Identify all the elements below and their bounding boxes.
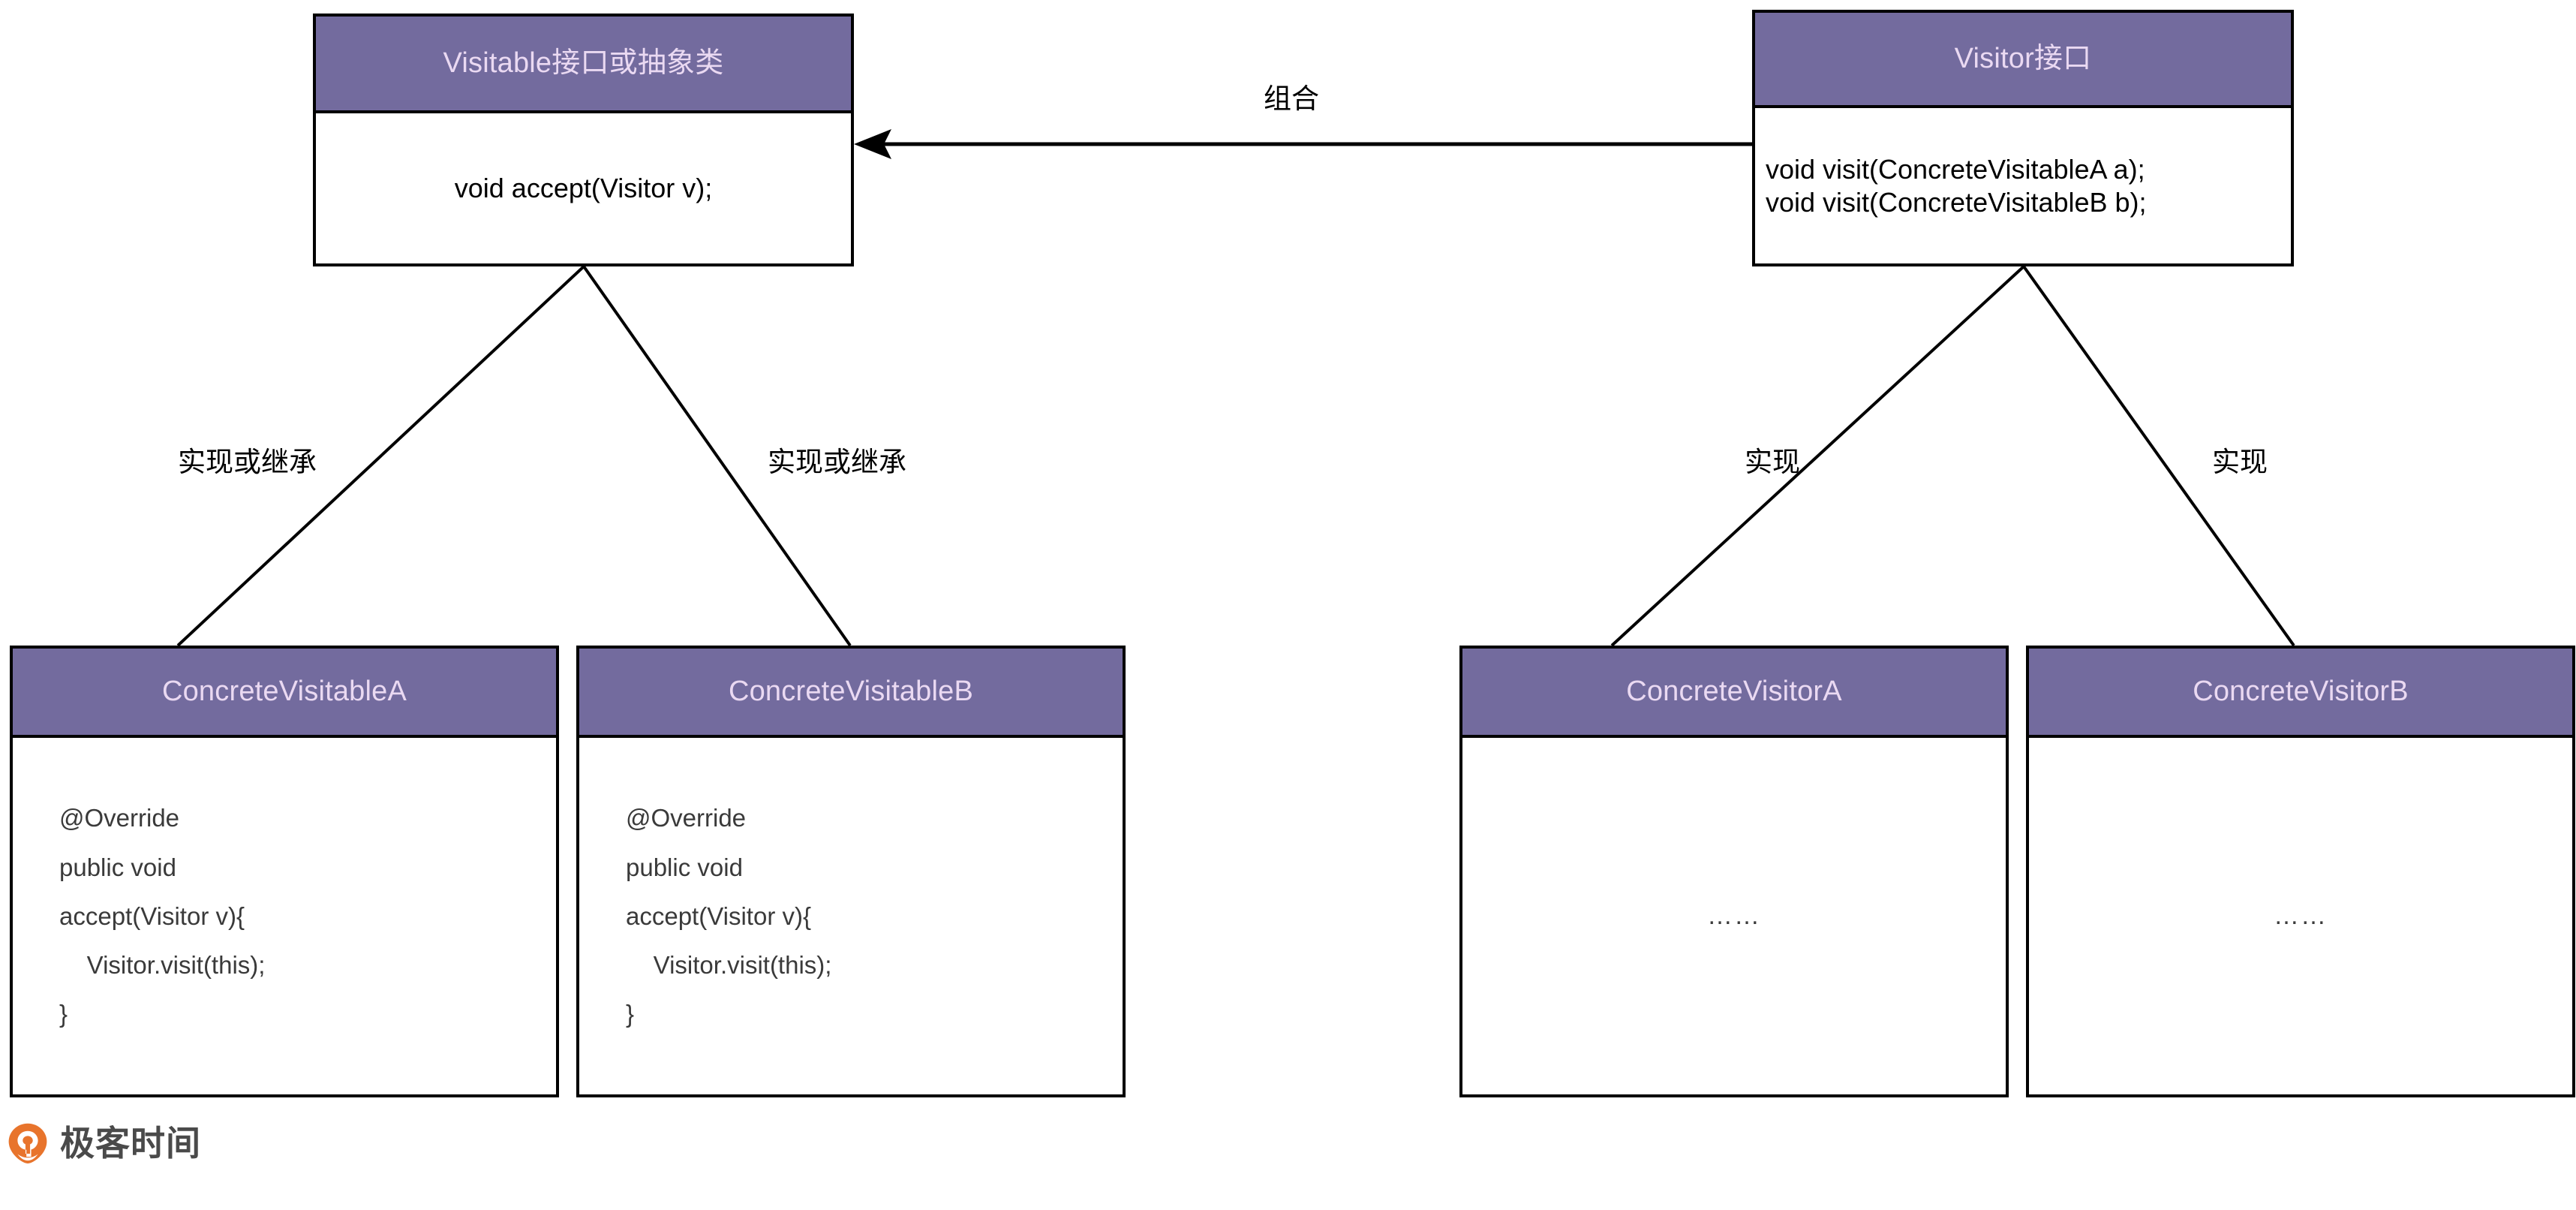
- class-body-concrete-visitor-a: ……: [1462, 738, 2006, 1094]
- watermark-geektime: 极客时间: [6, 1121, 201, 1165]
- class-title-concrete-visitable-b: ConcreteVisitableB: [579, 649, 1123, 738]
- code-line: Visitor.visit(this);: [626, 951, 832, 980]
- edge-label-visitor-a: 实现: [1745, 447, 1800, 477]
- class-box-concrete-visitable-a[interactable]: ConcreteVisitableA @Override public void…: [10, 646, 559, 1097]
- class-body-concrete-visitor-b: ……: [2029, 738, 2572, 1094]
- geektime-logo-icon: [8, 1123, 47, 1164]
- class-title-concrete-visitor-a: ConcreteVisitorA: [1462, 649, 2006, 738]
- class-box-concrete-visitor-a[interactable]: ConcreteVisitorA ……: [1459, 646, 2009, 1097]
- class-box-concrete-visitable-b[interactable]: ConcreteVisitableB @Override public void…: [576, 646, 1126, 1097]
- watermark-brand-label: 极客时间: [60, 1124, 201, 1163]
- ellipsis-placeholder: ……: [1707, 901, 1761, 930]
- class-members-visitable: void accept(Visitor v);: [454, 173, 713, 204]
- code-line: @Override: [59, 804, 180, 832]
- visitor-member-line-1: void visit(ConcreteVisitableA a);: [1766, 153, 2145, 185]
- class-members-visitor: void visit(ConcreteVisitableA a); void v…: [1755, 108, 2291, 263]
- code-line: Visitor.visit(this);: [59, 951, 266, 980]
- composition-arrow: [854, 129, 1752, 159]
- edge-label-visitable-a: 实现或继承: [178, 447, 317, 477]
- code-line: public void: [626, 853, 743, 881]
- class-box-visitor[interactable]: Visitor接口 void visit(ConcreteVisitableA …: [1752, 10, 2294, 266]
- visitor-member-line-2: void visit(ConcreteVisitableB b);: [1766, 186, 2147, 218]
- class-title-visitable: Visitable接口或抽象类: [316, 17, 851, 113]
- edge-label-composition: 组合: [1264, 83, 1319, 114]
- code-line: }: [59, 1000, 68, 1028]
- class-body-concrete-visitable-a: @Override public void accept(Visitor v){…: [13, 738, 556, 1094]
- class-body-concrete-visitable-b: @Override public void accept(Visitor v){…: [579, 738, 1123, 1094]
- class-title-concrete-visitable-a: ConcreteVisitableA: [13, 649, 556, 738]
- code-line: accept(Visitor v){: [59, 901, 245, 930]
- edge-visitor-a: [1610, 265, 2025, 647]
- edge-label-visitor-b: 实现: [2212, 447, 2268, 477]
- class-title-concrete-visitor-b: ConcreteVisitorB: [2029, 649, 2572, 738]
- code-line: public void: [59, 853, 176, 881]
- code-line: accept(Visitor v){: [626, 901, 811, 930]
- code-line: }: [626, 1000, 635, 1028]
- class-box-concrete-visitor-b[interactable]: ConcreteVisitorB ……: [2026, 646, 2575, 1097]
- class-title-visitor: Visitor接口: [1755, 13, 2291, 108]
- edge-label-visitable-b: 实现或继承: [768, 447, 906, 477]
- class-box-visitable[interactable]: Visitable接口或抽象类 void accept(Visitor v);: [313, 14, 854, 266]
- ellipsis-placeholder: ……: [2274, 901, 2328, 930]
- code-line: @Override: [626, 804, 747, 832]
